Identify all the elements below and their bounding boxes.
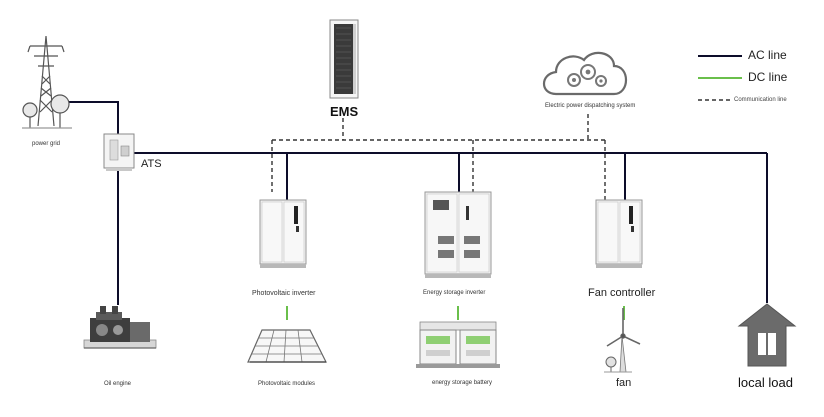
power-grid-tower-icon — [22, 35, 72, 129]
ems-label: EMS — [330, 104, 359, 119]
legend-lines — [698, 55, 742, 101]
wind-turbine-icon — [604, 308, 641, 373]
power-grid-label: power grid — [32, 141, 61, 147]
fan-label: fan — [616, 377, 632, 389]
communication-lines — [271, 114, 606, 200]
legend-comm-label: Communication line — [734, 97, 787, 103]
legend-ac-label: AC line — [748, 48, 787, 62]
house-icon — [737, 303, 797, 367]
pv-inverter-label: Photovoltaic inverter — [252, 290, 316, 297]
pv-modules-label: Photovoltaic modules — [258, 381, 316, 387]
ats-label: ATS — [141, 158, 162, 170]
local-load-label: local load — [738, 375, 793, 390]
fan-controller-label: Fan controller — [588, 287, 656, 299]
dc-lines — [286, 306, 625, 320]
solar-panel-icon — [247, 329, 327, 363]
legend-dc-label: DC line — [748, 70, 788, 84]
cloud-gear-icon — [542, 51, 628, 96]
ac-lines — [64, 101, 768, 305]
ats-switch-icon — [103, 133, 135, 171]
battery-pack-icon — [416, 321, 500, 368]
ac-grid-to-ats — [64, 101, 119, 138]
ems-cabinet-icon — [329, 19, 359, 99]
es-inverter-label: Energy storage inverter — [423, 290, 486, 296]
battery-label: energy storage battery — [432, 380, 493, 386]
es-inverter-cabinet-icon — [424, 191, 492, 278]
fan-controller-cabinet-icon — [595, 199, 643, 268]
oil-engine-label: Oil engine — [104, 381, 132, 387]
oil-engine-generator-icon — [83, 306, 157, 349]
pv-inverter-cabinet-icon — [259, 199, 307, 268]
dispatch-label: Electric power dispatching system — [545, 103, 636, 109]
